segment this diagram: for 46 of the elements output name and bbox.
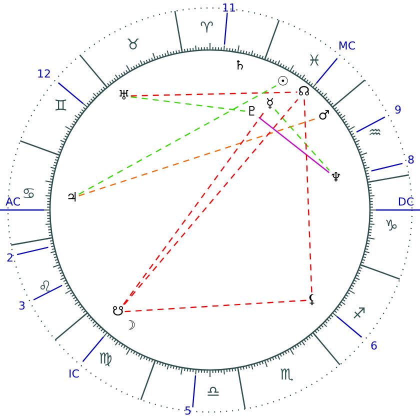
house-label: IC bbox=[68, 368, 80, 380]
aspect-line bbox=[78, 85, 276, 195]
house-label: AC bbox=[6, 196, 20, 208]
aspect-line bbox=[130, 96, 246, 112]
zodiac-sign-glyph: ♈ bbox=[200, 20, 214, 36]
house-label: 11 bbox=[222, 2, 236, 14]
house-label: 12 bbox=[37, 68, 51, 80]
planet-glyph: ♇ bbox=[246, 106, 258, 118]
house-label: DC bbox=[398, 196, 414, 208]
planet-glyph: ♄ bbox=[234, 60, 246, 72]
aspect-line bbox=[274, 109, 330, 171]
zodiac-sign-glyph: ♒ bbox=[368, 126, 382, 141]
house-label: 2 bbox=[6, 252, 14, 264]
aspect-line bbox=[124, 300, 306, 312]
aspect-line bbox=[78, 118, 318, 196]
planet-glyph: ⚸ bbox=[307, 294, 317, 306]
zodiac-sign-glyph: ♌ bbox=[38, 279, 52, 294]
aspect-line bbox=[124, 99, 298, 305]
zodiac-sign-glyph: ♐ bbox=[352, 306, 366, 322]
zodiac-sign-glyph: ♓ bbox=[308, 53, 322, 68]
planet-glyph: ☽ bbox=[124, 320, 136, 332]
planet-glyph: ☋ bbox=[112, 306, 124, 318]
aspect-line bbox=[123, 110, 266, 305]
zodiac-sign-glyph: ♉ bbox=[126, 38, 140, 53]
planet-glyph: ☉ bbox=[277, 76, 289, 88]
planet-glyph: ♅ bbox=[118, 90, 130, 102]
aspect-line bbox=[304, 99, 312, 293]
planet-glyph: ♆ bbox=[330, 172, 342, 184]
zodiac-sign-glyph: ♊ bbox=[54, 98, 68, 114]
house-label: MC bbox=[338, 40, 356, 52]
zodiac-sign-glyph: ♍ bbox=[98, 352, 112, 367]
zodiac-sign-glyph: ♏ bbox=[280, 367, 294, 382]
house-label: 9 bbox=[394, 104, 402, 116]
house-label: 6 bbox=[370, 340, 378, 352]
planet-glyph: ☊ bbox=[298, 86, 310, 98]
aspect-line bbox=[258, 116, 330, 174]
zodiac-sign-glyph: ♎ bbox=[206, 384, 220, 400]
zodiac-sign-glyph: ♋ bbox=[22, 186, 36, 202]
planet-glyph: ♃ bbox=[66, 192, 78, 204]
house-label: 5 bbox=[184, 406, 192, 416]
house-label: 3 bbox=[18, 300, 26, 312]
zodiac-sign-glyph: ♑ bbox=[384, 218, 398, 234]
planet-glyph: ♂ bbox=[318, 110, 330, 122]
planet-glyph: ☿ bbox=[266, 98, 274, 110]
aspect-line bbox=[130, 92, 298, 96]
house-label: 8 bbox=[408, 154, 414, 166]
